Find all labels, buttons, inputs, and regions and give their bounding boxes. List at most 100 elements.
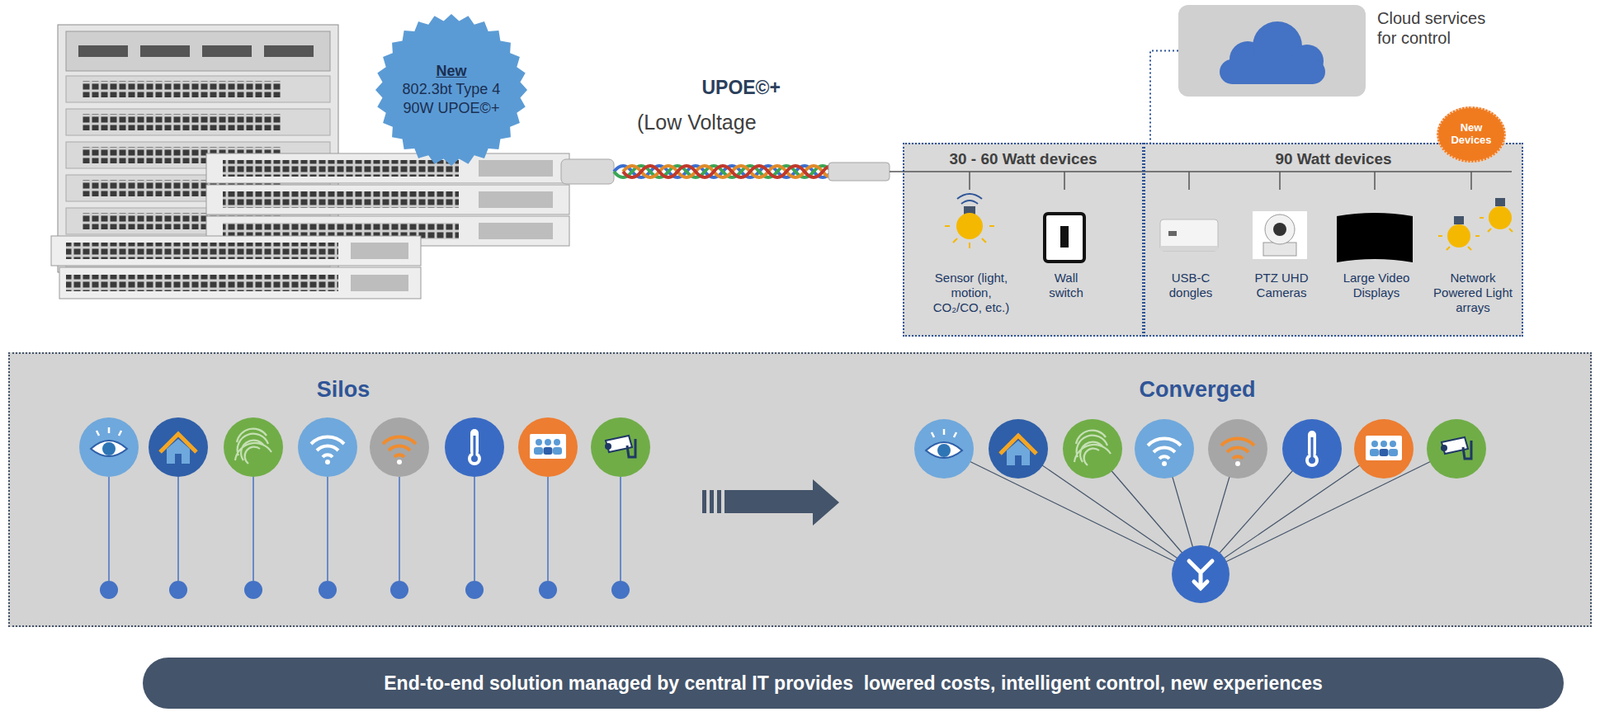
silo-icons xyxy=(369,417,430,477)
starburst-badge: New802.3bt Type 4 90W UPOE©+ xyxy=(375,14,528,166)
device-caption: Large Video Displays xyxy=(1336,270,1416,301)
device-bus xyxy=(889,171,1512,190)
badge-text: New Devices xyxy=(1446,122,1497,147)
silo-lines xyxy=(108,476,621,581)
panel-heading: Converged xyxy=(1073,377,1322,403)
device-icons xyxy=(1495,198,1506,207)
device-icons xyxy=(1060,226,1069,248)
silo-icons xyxy=(518,417,578,477)
device-bus xyxy=(1470,171,1473,190)
device-label: PTZ UHD Cameras xyxy=(1248,270,1315,301)
switch-photo xyxy=(206,184,570,215)
silo-dots xyxy=(318,580,337,600)
converged-icons xyxy=(914,419,974,479)
dotted-connector xyxy=(1150,51,1179,144)
device-icons xyxy=(1336,212,1413,263)
device-icons xyxy=(1479,217,1513,232)
switch-photo xyxy=(478,160,553,177)
converged-hub xyxy=(1171,545,1230,604)
device-caption: PTZ UHD Cameras xyxy=(1248,270,1315,301)
silo-dots xyxy=(538,580,557,600)
badge-text: 802.3bt Type 4 90W UPOE©+ xyxy=(400,80,503,118)
group-heading: 30 - 60 Watt devices xyxy=(904,150,1143,169)
switch-photo xyxy=(202,45,252,57)
silo-icons xyxy=(148,417,208,477)
switch-photo xyxy=(478,191,553,208)
transition-arrow xyxy=(717,490,722,514)
silo-lines xyxy=(398,476,401,581)
cable-label: (Low Voltage xyxy=(637,110,794,135)
label-anchor: UPOE©+ xyxy=(651,76,781,100)
summary-banner: End-to-end solution managed by central I… xyxy=(142,657,1564,709)
converged-hub xyxy=(1171,545,1230,604)
cable xyxy=(561,159,614,185)
device-label: USB-C dongles xyxy=(1161,270,1220,301)
device-caption: Network Powered Light arrays xyxy=(1431,270,1515,316)
device-icons xyxy=(1264,214,1295,245)
panel-heading: Silos xyxy=(219,377,468,403)
device-icons xyxy=(1438,235,1480,251)
device-icons xyxy=(957,193,982,204)
switch-photo xyxy=(66,108,331,136)
comparison-panel: Silos Converged xyxy=(8,352,1592,628)
silo-icons xyxy=(444,417,505,477)
badge-heading: New xyxy=(435,62,467,81)
device-bus xyxy=(889,170,1512,173)
silo-dots xyxy=(390,580,409,600)
device-icons xyxy=(944,193,1513,263)
label-anchor: (Low Voltage xyxy=(637,110,794,135)
silo-lines xyxy=(473,476,476,581)
converged-icons xyxy=(1282,419,1342,479)
converged-icons xyxy=(1426,419,1487,479)
device-icons xyxy=(1488,206,1512,230)
device-icons xyxy=(1252,211,1308,260)
device-icons xyxy=(1453,216,1464,225)
silo-dots xyxy=(169,580,188,600)
cloud-icon xyxy=(1219,21,1326,85)
starburst-shape xyxy=(375,14,528,166)
cable xyxy=(623,165,841,178)
silo-icons xyxy=(79,417,139,477)
device-icons xyxy=(1160,219,1218,251)
silo-dots xyxy=(99,580,630,600)
switch-photo xyxy=(478,222,553,240)
switch-photo xyxy=(51,235,421,266)
device-bus xyxy=(1373,171,1376,190)
transition-arrow xyxy=(724,479,840,526)
device-label: Wall switch xyxy=(1039,270,1093,301)
new-badge: New Devices xyxy=(1436,106,1506,163)
silo-dots xyxy=(244,580,263,600)
device-group: 30 - 60 Watt devicesSensor (light, motio… xyxy=(902,142,1144,337)
device-icons xyxy=(1160,245,1218,251)
switch-photo xyxy=(140,45,190,57)
device-bus xyxy=(1279,171,1281,190)
transition-arrow xyxy=(702,490,707,514)
silo-icons xyxy=(79,417,651,477)
switch-photo xyxy=(78,45,128,57)
device-label: Sensor (light, motion, CO₂/CO, etc.) xyxy=(925,270,1017,316)
device-icons xyxy=(1168,231,1177,236)
switch-photo xyxy=(222,191,459,208)
device-caption: Sensor (light, motion, CO₂/CO, etc.) xyxy=(925,270,1017,316)
cable xyxy=(828,162,890,181)
silo-icons xyxy=(223,417,284,477)
silo-lines xyxy=(547,476,549,581)
silo-lines xyxy=(326,476,329,581)
transition-arrow xyxy=(702,479,840,526)
switch-photo xyxy=(66,274,339,292)
switch-photo xyxy=(222,160,459,177)
device-icons xyxy=(1044,213,1085,262)
switch-photo xyxy=(66,75,331,103)
cable xyxy=(623,165,841,178)
device-icons xyxy=(1447,224,1471,248)
cloud-service-box: Cloud services for control xyxy=(1178,4,1366,97)
silo-lines xyxy=(108,476,110,581)
panel-grounds xyxy=(8,352,1592,628)
switch-photo xyxy=(66,242,339,260)
device-label: Network Powered Light arrays xyxy=(1431,270,1515,316)
transition-arrow xyxy=(709,490,714,514)
silo-dots xyxy=(465,580,484,600)
